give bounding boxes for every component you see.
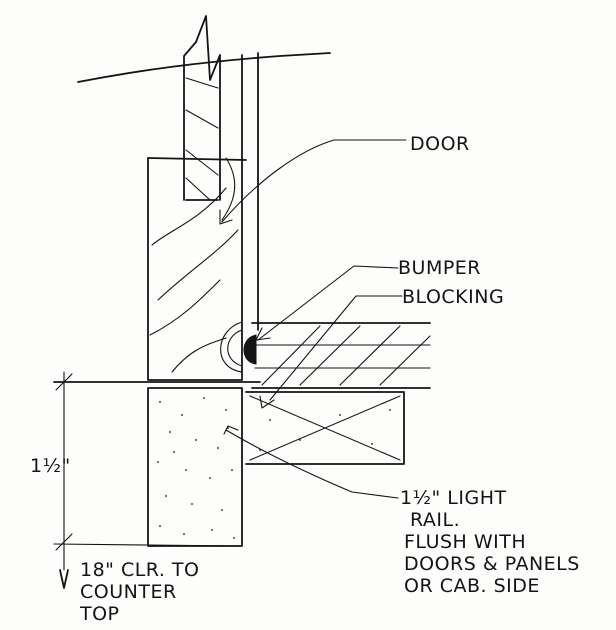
dimension-arrow-down — [59, 569, 69, 589]
blocking-hatch-3 — [339, 325, 401, 386]
wood-grain-4 — [171, 337, 227, 373]
lower-blocking-x-2 — [249, 395, 401, 461]
door-leader-arrow — [219, 209, 233, 225]
bumper-label: BUMPER — [398, 257, 481, 279]
blocking-hatch-1 — [261, 325, 321, 386]
blocking-label: BLOCKING — [402, 286, 505, 308]
rail-label-1: 1½" LIGHT — [400, 487, 507, 509]
lower-blocking-box — [245, 391, 405, 465]
countertop-edge — [77, 52, 331, 83]
bumper-leader-arrow — [255, 327, 271, 341]
bumper-shape — [243, 334, 257, 365]
lower-blocking-stipple — [259, 409, 391, 451]
door-label: DOOR — [410, 133, 470, 155]
door-hatch-4 — [185, 177, 211, 201]
door-section-outline — [183, 15, 221, 201]
door-hatch-3 — [185, 149, 219, 176]
blocking-hatch-2 — [299, 325, 361, 386]
wood-grain-3 — [149, 279, 221, 336]
bumper-arc-2 — [227, 329, 243, 367]
frame-stile-top — [147, 157, 247, 161]
bumper-arc-1 — [220, 321, 243, 373]
blocking-leader-arrow — [259, 395, 275, 409]
door-grain-curve — [221, 157, 236, 221]
blocking-leader — [269, 295, 403, 401]
rail-label-5: OR CAB. SIDE — [404, 575, 540, 597]
frame-stile-outline — [147, 157, 243, 381]
door-hatch-2 — [185, 109, 219, 129]
bumper-leader — [257, 265, 399, 341]
dimension-extension-bottom — [53, 543, 243, 547]
clearance-label-2: COUNTER — [80, 581, 177, 603]
rail-label-2: RAIL. — [410, 509, 461, 531]
clearance-label-1: 18" CLR. TO — [80, 559, 200, 581]
door-hatch-1 — [185, 77, 219, 89]
wood-grain-1 — [151, 187, 227, 246]
rail-leader-arrow — [223, 425, 239, 435]
rail-label-4: DOORS & PANELS — [404, 553, 580, 575]
dimension-label: 1½" — [30, 455, 71, 477]
dimension-tick-bottom — [55, 533, 73, 551]
light-rail-stipple — [157, 397, 235, 539]
light-rail-outline — [147, 387, 243, 547]
rail-leader — [225, 429, 399, 499]
dimension-tick-top — [55, 373, 73, 391]
door-leader — [221, 139, 407, 223]
wood-grain-2 — [157, 229, 239, 301]
rail-label-3: FLUSH WITH — [404, 531, 527, 553]
clearance-label-3: TOP — [80, 603, 120, 625]
blocking-hatch-4 — [379, 335, 431, 386]
